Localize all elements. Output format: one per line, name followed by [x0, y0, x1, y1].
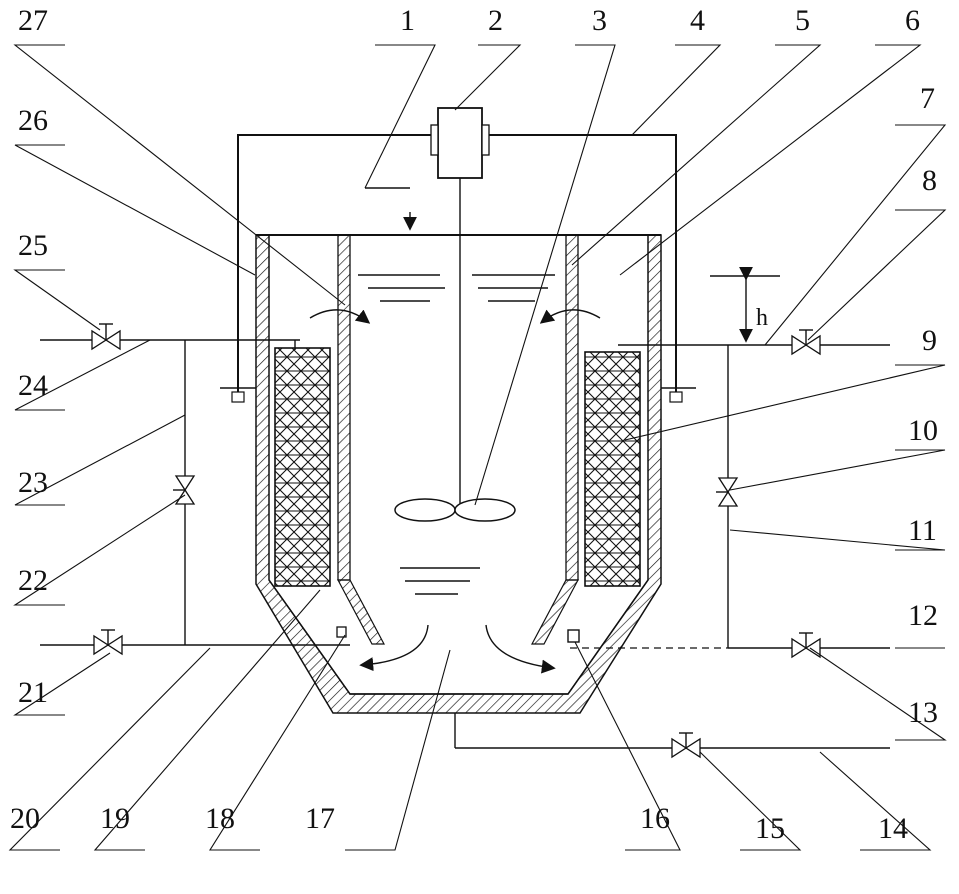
- h-label: h: [756, 305, 768, 331]
- callout-9: 9: [922, 324, 937, 357]
- callout-16: 16: [640, 802, 670, 835]
- callout-numbers: 1 2 3 4 5 6 7 8 9 10 11 12 13 14 15 16 1…: [10, 4, 938, 845]
- callout-12: 12: [908, 599, 938, 632]
- callout-27: 27: [18, 4, 48, 37]
- callout-7: 7: [920, 82, 935, 115]
- valve-25[interactable]: [91, 323, 121, 351]
- left-packing-media: [274, 347, 331, 587]
- flow-arrows: [309, 309, 601, 674]
- callout-10: 10: [908, 414, 938, 447]
- callout-8: 8: [922, 164, 937, 197]
- callout-26: 26: [18, 104, 48, 137]
- left-inner-baffle: [337, 234, 385, 645]
- leader-lines: [8, 44, 947, 851]
- valve-8[interactable]: [791, 329, 821, 356]
- callout-25: 25: [18, 229, 48, 262]
- valve-15[interactable]: [671, 732, 701, 759]
- sensor-16: [567, 629, 580, 643]
- sensor-18: [336, 626, 347, 638]
- valve-10[interactable]: [716, 477, 739, 507]
- motor: [430, 107, 490, 179]
- callout-11: 11: [908, 514, 937, 547]
- valve-22[interactable]: [173, 475, 196, 505]
- callout-20: 20: [10, 802, 40, 835]
- callout-22: 22: [18, 564, 48, 597]
- callout-14: 14: [878, 812, 908, 845]
- callout-21: 21: [18, 676, 48, 709]
- callout-5: 5: [795, 4, 810, 37]
- callout-19: 19: [100, 802, 130, 835]
- valve-13[interactable]: [791, 632, 821, 659]
- support-frame: [220, 134, 696, 403]
- callout-1: 1: [400, 4, 415, 37]
- valve-21[interactable]: [93, 629, 123, 656]
- callout-24: 24: [18, 369, 48, 402]
- callout-18: 18: [205, 802, 235, 835]
- right-inner-baffle: [531, 234, 579, 645]
- callout-15: 15: [755, 812, 785, 845]
- liquid-level-marks: [358, 274, 555, 595]
- right-packing-media: [584, 351, 641, 587]
- height-indicator: h: [710, 266, 780, 343]
- callout-6: 6: [905, 4, 920, 37]
- callout-2: 2: [488, 4, 503, 37]
- callout-23: 23: [18, 466, 48, 499]
- callout-4: 4: [690, 4, 705, 37]
- callout-3: 3: [592, 4, 607, 37]
- impeller: [394, 498, 516, 522]
- callout-13: 13: [908, 696, 938, 729]
- callout-17: 17: [305, 802, 335, 835]
